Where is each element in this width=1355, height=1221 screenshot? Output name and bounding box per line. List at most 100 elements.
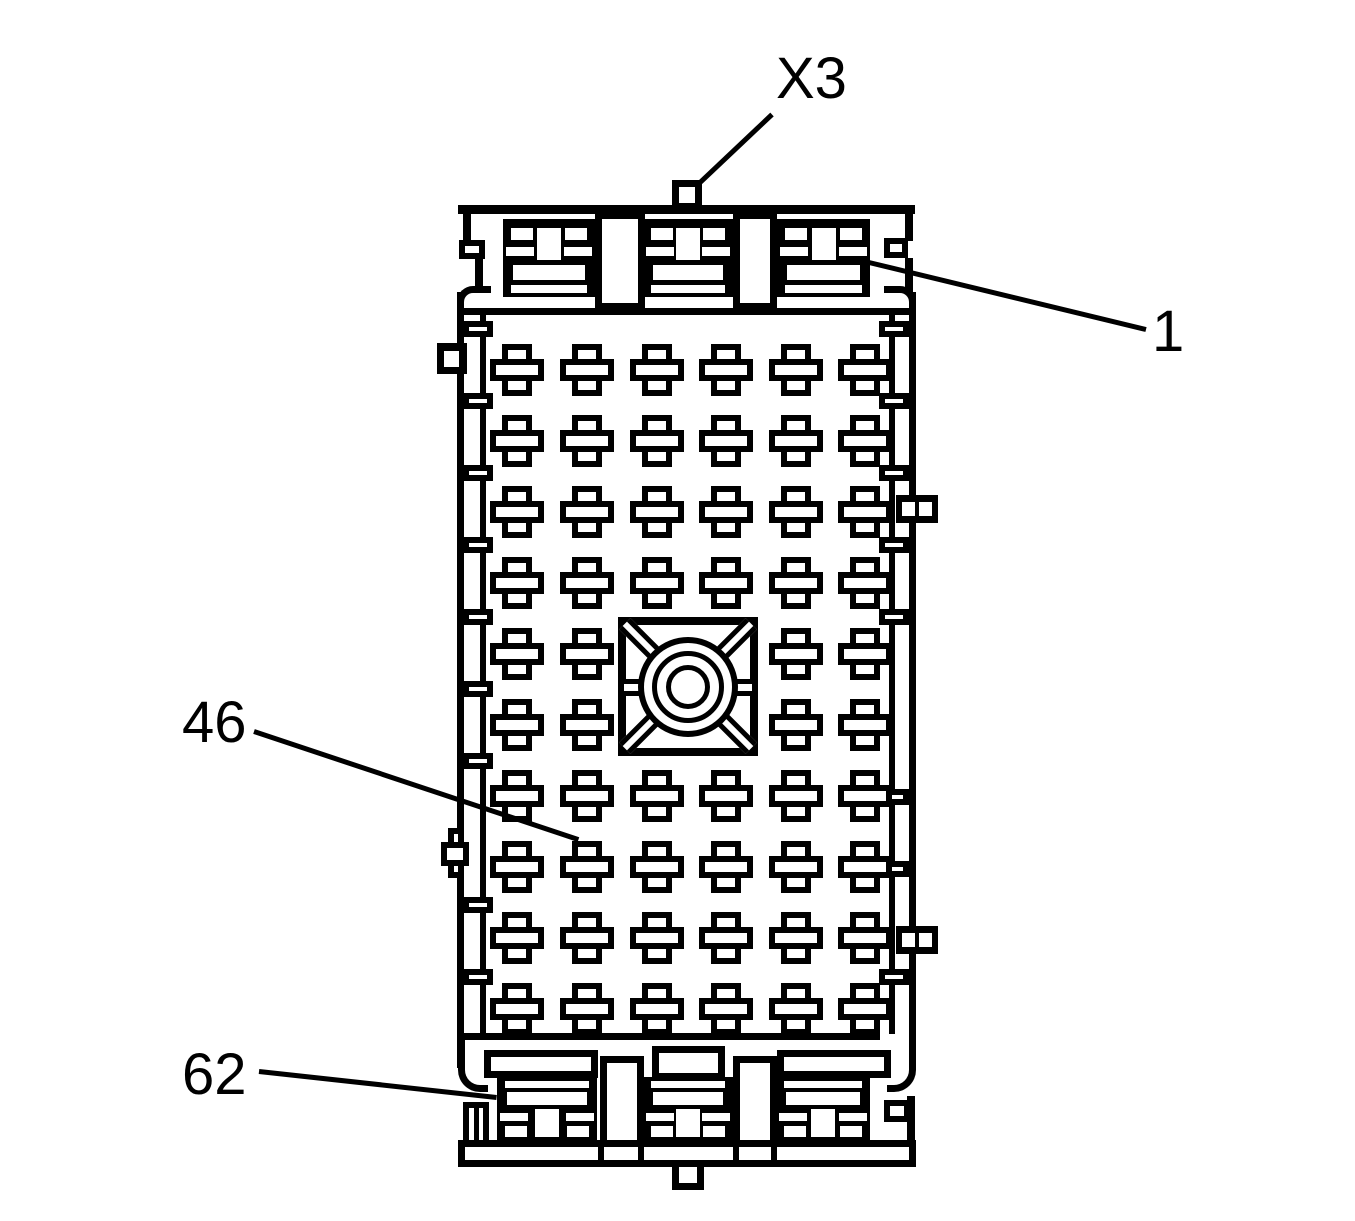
cavity-detail xyxy=(702,247,730,256)
cavity-detail xyxy=(505,1126,527,1137)
right-rail-top-curve xyxy=(884,286,916,310)
callout-label-46: 46 xyxy=(182,690,247,755)
cavity-detail xyxy=(703,228,725,240)
cavity-detail xyxy=(651,228,673,240)
terminal-cavity xyxy=(630,770,684,822)
terminal-horizontal-bar xyxy=(769,501,823,523)
terminal-horizontal-bar xyxy=(560,927,614,949)
terminal-cavity xyxy=(769,628,823,680)
terminal-horizontal-bar xyxy=(699,927,753,949)
bottom-bar-divider xyxy=(771,1146,777,1161)
left-rail-tab xyxy=(463,969,493,985)
terminal-cavity xyxy=(630,983,684,1035)
cavity-detail xyxy=(651,1081,725,1088)
bottom-right-step-wall xyxy=(907,1096,915,1144)
terminal-horizontal-bar xyxy=(630,998,684,1020)
cavity-detail xyxy=(653,1092,723,1105)
terminal-cavity xyxy=(490,628,544,680)
top-right-corner-notch xyxy=(884,238,908,258)
terminal-cavity xyxy=(630,912,684,964)
left-cross-tab-square xyxy=(441,842,469,866)
terminal-horizontal-bar xyxy=(490,856,544,878)
terminal-horizontal-bar xyxy=(838,785,892,807)
cavity-block xyxy=(643,219,733,297)
terminal-horizontal-bar xyxy=(560,714,614,736)
terminal-horizontal-bar xyxy=(838,714,892,736)
terminal-horizontal-bar xyxy=(490,572,544,594)
terminal-horizontal-bar xyxy=(769,430,823,452)
cavity-detail xyxy=(646,1113,674,1121)
terminal-horizontal-bar xyxy=(560,430,614,452)
terminal-cavity xyxy=(838,983,892,1035)
terminal-horizontal-bar xyxy=(769,856,823,878)
terminal-horizontal-bar xyxy=(838,927,892,949)
terminal-horizontal-bar xyxy=(838,998,892,1020)
left-rail-tab xyxy=(463,465,493,481)
cavity-detail xyxy=(676,1109,700,1137)
terminal-horizontal-bar xyxy=(490,927,544,949)
cavity-block xyxy=(777,219,870,297)
terminal-horizontal-bar xyxy=(490,785,544,807)
cavity-detail xyxy=(840,1126,862,1137)
cavity-detail xyxy=(511,228,533,240)
terminal-horizontal-bar xyxy=(630,430,684,452)
left-rail-top-curve xyxy=(457,286,491,310)
cavity-detail xyxy=(653,265,723,280)
cavity-detail xyxy=(646,247,674,256)
cavity-detail xyxy=(784,1081,862,1088)
bottom-flange xyxy=(777,1050,891,1078)
terminal-horizontal-bar xyxy=(560,856,614,878)
terminal-horizontal-bar xyxy=(699,572,753,594)
terminal-cavity xyxy=(630,557,684,609)
terminal-cavity xyxy=(769,699,823,751)
callout-label-x3: X3 xyxy=(776,46,847,111)
cavity-detail xyxy=(702,1113,730,1121)
terminal-horizontal-bar xyxy=(769,359,823,381)
grid-bottom-line xyxy=(462,1033,880,1040)
terminal-cavity xyxy=(560,344,614,396)
terminal-cavity xyxy=(490,344,544,396)
terminal-cavity xyxy=(490,699,544,751)
terminal-horizontal-bar xyxy=(490,359,544,381)
terminal-cavity xyxy=(630,344,684,396)
terminal-horizontal-bar xyxy=(699,359,753,381)
bottom-flange xyxy=(484,1050,598,1078)
cavity-detail xyxy=(513,265,585,280)
terminal-horizontal-bar xyxy=(490,430,544,452)
leader-line-x3 xyxy=(697,112,774,185)
cavity-detail xyxy=(567,1126,589,1137)
callout-label-1: 1 xyxy=(1152,299,1185,364)
terminal-horizontal-bar xyxy=(838,501,892,523)
terminal-cavity xyxy=(838,344,892,396)
terminal-horizontal-bar xyxy=(560,785,614,807)
cavity-detail xyxy=(811,228,836,260)
cavity-block xyxy=(643,1077,733,1145)
terminal-horizontal-bar xyxy=(630,501,684,523)
cavity-detail xyxy=(505,1081,589,1088)
right-rail-outer-wall xyxy=(909,292,916,1068)
terminal-cavity xyxy=(769,344,823,396)
cavity-detail xyxy=(839,247,867,256)
terminal-cavity xyxy=(560,628,614,680)
terminal-horizontal-bar xyxy=(769,927,823,949)
left-rail-outer-wall xyxy=(457,292,464,1068)
terminal-cavity xyxy=(560,841,614,893)
left-rail-tab xyxy=(463,609,493,625)
terminal-cavity xyxy=(838,841,892,893)
terminal-cavity xyxy=(560,983,614,1035)
cavity-detail xyxy=(564,247,592,256)
terminal-horizontal-bar xyxy=(699,430,753,452)
terminal-cavity xyxy=(560,699,614,751)
top-left-corner-wall xyxy=(463,205,471,243)
cavity-detail xyxy=(511,285,587,293)
terminal-cavity xyxy=(630,486,684,538)
cavity-detail xyxy=(786,1092,860,1105)
terminal-cavity xyxy=(699,557,753,609)
terminal-cavity xyxy=(490,557,544,609)
terminal-cavity xyxy=(769,841,823,893)
terminal-cavity xyxy=(699,415,753,467)
left-rail-tab xyxy=(463,897,493,913)
terminal-horizontal-bar xyxy=(769,998,823,1020)
bottom-bar-divider xyxy=(638,1146,644,1161)
right-rail-inner-line xyxy=(889,312,895,1034)
